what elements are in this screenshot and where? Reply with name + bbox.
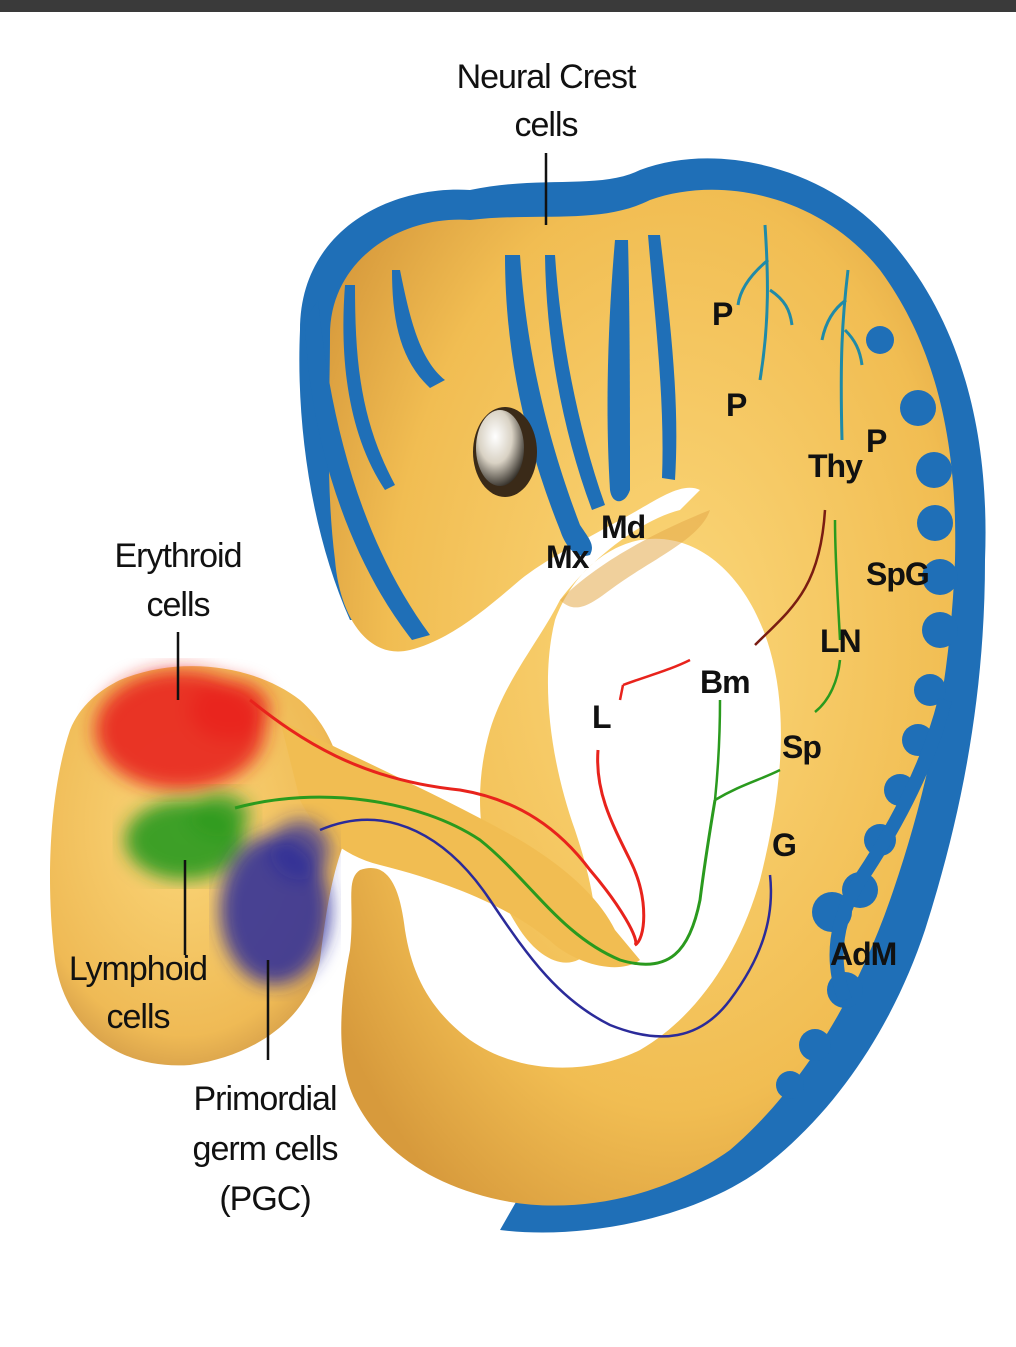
label-g: G [772, 827, 796, 863]
erythroid-label-line2: cells [146, 586, 209, 624]
embryo-eye-lens [476, 410, 524, 486]
pgc-label-line2: germ cells [193, 1130, 338, 1168]
label-p-upper: P [712, 296, 733, 332]
label-adm: AdM [830, 936, 896, 972]
erythroid-label-line1: Erythroid [114, 537, 241, 575]
label-thy: Thy [808, 448, 863, 484]
pgc-label-line3: (PGC) [219, 1180, 310, 1218]
label-ln: LN [820, 623, 861, 659]
label-mx: Mx [546, 539, 590, 575]
label-p-middle: P [726, 387, 747, 423]
lymphoid-label-line1: Lymphoid [69, 950, 207, 988]
label-p-thy: P [866, 423, 887, 459]
pgc-label-line1: Primordial [193, 1080, 336, 1118]
label-sp: Sp [782, 729, 821, 765]
neural-crest-label-line2: cells [514, 106, 577, 144]
label-md: Md [601, 509, 645, 545]
label-spg: SpG [866, 556, 929, 592]
label-l: L [592, 699, 611, 735]
neural-crest-label-line1: Neural Crest [457, 58, 637, 96]
label-bm: Bm [700, 664, 750, 700]
lymphoid-label-line2: cells [106, 998, 169, 1036]
